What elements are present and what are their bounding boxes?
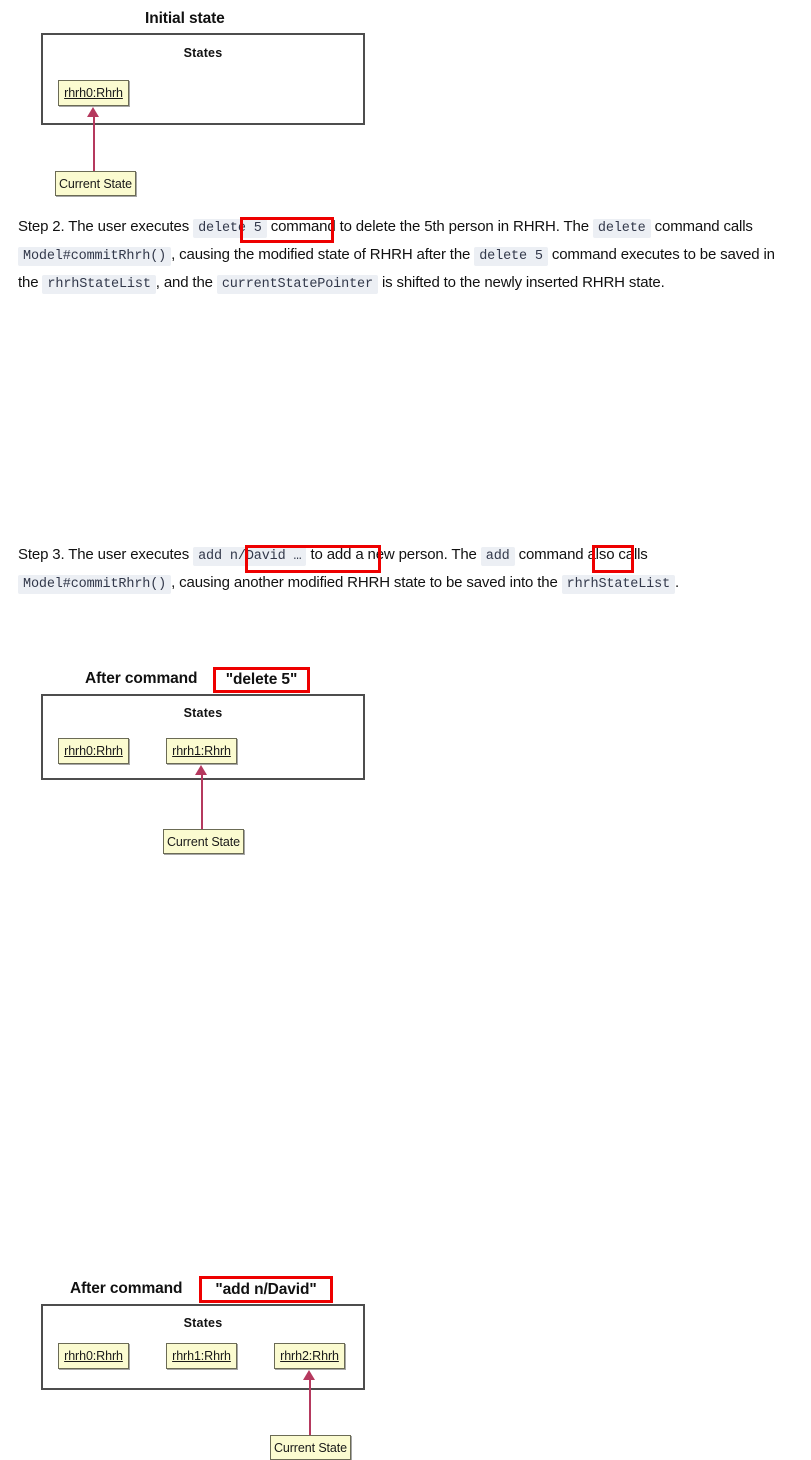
inline-code: delete 5 bbox=[474, 247, 548, 266]
state-object-label: rhrh0:Rhrh bbox=[64, 744, 123, 758]
current-state-arrow-line bbox=[309, 1379, 311, 1435]
state-object-box: rhrh0:Rhrh bbox=[58, 1343, 129, 1369]
diagram3-title-prefix: After command bbox=[70, 1280, 183, 1297]
inline-code: rhrhStateList bbox=[42, 275, 156, 294]
state-object-box: rhrh0:Rhrh bbox=[58, 80, 129, 106]
current-state-note: Current State bbox=[270, 1435, 351, 1460]
current-state-arrow-line bbox=[93, 116, 95, 171]
inline-code: Model#commitRhrh() bbox=[18, 575, 172, 594]
state-object-label: rhrh1:Rhrh bbox=[172, 1349, 231, 1363]
current-state-note-label: Current State bbox=[58, 176, 133, 191]
step3-paragraph: Step 3. The user executes add n/David … … bbox=[18, 542, 778, 598]
inline-code: add n/David … bbox=[193, 547, 307, 566]
step2-paragraph: Step 2. The user executes delete 5 comma… bbox=[18, 214, 778, 298]
state-object-box: rhrh2:Rhrh bbox=[274, 1343, 345, 1369]
state-object-label: rhrh0:Rhrh bbox=[64, 1349, 123, 1363]
inline-code: add bbox=[480, 547, 515, 566]
diagram1-title: Initial state bbox=[145, 10, 225, 27]
diagram2-title-highlight: "delete 5" bbox=[225, 671, 298, 688]
inline-code: delete bbox=[592, 219, 651, 238]
state-object-box: rhrh1:Rhrh bbox=[166, 1343, 237, 1369]
diagram1-states-label: States bbox=[183, 46, 223, 60]
current-state-arrow-head bbox=[303, 1370, 315, 1380]
diagram3-states-label: States bbox=[183, 1316, 223, 1330]
diagram-initial-state: Initial state States rhrh0:Rhrh Current … bbox=[0, 0, 420, 205]
inline-code: rhrhStateList bbox=[561, 575, 676, 594]
state-object-label: rhrh2:Rhrh bbox=[280, 1349, 339, 1363]
inline-code: Model#commitRhrh() bbox=[18, 247, 172, 266]
current-state-note: Current State bbox=[55, 171, 136, 196]
state-object-box: rhrh0:Rhrh bbox=[58, 738, 129, 764]
diagram2-title-prefix: After command bbox=[85, 670, 198, 687]
current-state-arrow-head bbox=[87, 107, 99, 117]
step2-text: Step 2. The user executes delete 5 comma… bbox=[18, 218, 775, 294]
state-object-label: rhrh0:Rhrh bbox=[64, 86, 123, 100]
diagram-after-add: After command "add n/David" States rhrh0… bbox=[0, 635, 420, 1460]
diagram-after-delete: After command "delete 5" States rhrh0:Rh… bbox=[0, 330, 420, 854]
diagram3-title-highlight: "add n/David" bbox=[215, 1280, 317, 1298]
step3-text: Step 3. The user executes add n/David … … bbox=[18, 546, 680, 594]
annotation-box-delete-5-title: "delete 5" bbox=[213, 667, 310, 693]
inline-code: currentStatePointer bbox=[216, 275, 378, 294]
current-state-arrow-line bbox=[201, 774, 203, 829]
state-object-box: rhrh1:Rhrh bbox=[166, 738, 237, 764]
inline-code: delete 5 bbox=[193, 219, 267, 238]
current-state-arrow-head bbox=[195, 765, 207, 775]
annotation-box-add-david-title: "add n/David" bbox=[199, 1276, 333, 1303]
diagram2-states-label: States bbox=[183, 706, 223, 720]
state-object-label: rhrh1:Rhrh bbox=[172, 744, 231, 758]
current-state-note-label: Current State bbox=[273, 1440, 348, 1455]
